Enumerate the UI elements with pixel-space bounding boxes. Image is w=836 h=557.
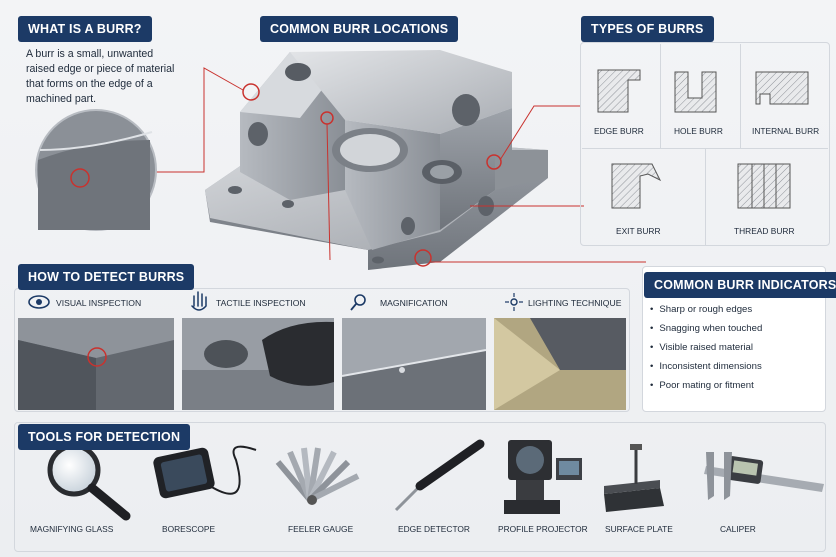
types-panel bbox=[580, 42, 830, 246]
types-divider-3 bbox=[582, 148, 828, 149]
types-divider-4 bbox=[705, 149, 706, 245]
what-is-burr-title: WHAT IS A BURR? bbox=[18, 16, 152, 42]
visual-inspection-image bbox=[18, 318, 174, 410]
how-to-detect-title: HOW TO DETECT BURRS bbox=[18, 264, 195, 290]
indicator-item: Poor mating or fitment bbox=[650, 380, 753, 391]
hand-icon bbox=[191, 291, 207, 311]
profile-projector-image bbox=[504, 440, 582, 514]
edge-burr-diagram bbox=[597, 69, 641, 113]
machined-part-illustration bbox=[205, 50, 548, 270]
eye-icon bbox=[28, 295, 50, 309]
common-locations-title: COMMON BURR LOCATIONS bbox=[260, 16, 459, 42]
detect-panel bbox=[14, 288, 630, 412]
indicators-title: COMMON BURR INDICATORS bbox=[644, 272, 836, 298]
types-divider-1 bbox=[660, 44, 661, 148]
detection-method-label: LIGHTING TECHNIQUE bbox=[528, 298, 622, 308]
tactile-inspection-image bbox=[182, 318, 334, 410]
light-icon bbox=[505, 293, 523, 311]
burr-type-label: HOLE BURR bbox=[674, 126, 723, 136]
surface-plate-image bbox=[604, 444, 664, 512]
tools-title: TOOLS FOR DETECTION bbox=[18, 424, 191, 450]
detection-method-label: MAGNIFICATION bbox=[380, 298, 448, 308]
magnifying-glass-image bbox=[47, 443, 131, 521]
tool-label: FEELER GAUGE bbox=[288, 524, 354, 534]
leader-lines bbox=[140, 67, 646, 263]
feeler-gauge-image bbox=[275, 447, 360, 505]
exit-burr-diagram bbox=[611, 163, 662, 209]
indicator-item: Snagging when touched bbox=[650, 323, 762, 334]
types-of-burrs-title: TYPES OF BURRS bbox=[581, 16, 714, 42]
tool-label: SURFACE PLATE bbox=[605, 524, 673, 534]
burr-type-label: EXIT BURR bbox=[616, 226, 661, 236]
tools-panel bbox=[14, 422, 826, 552]
borescope-image bbox=[153, 445, 257, 499]
indicator-item: Sharp or rough edges bbox=[650, 304, 752, 315]
edge-detector-image bbox=[394, 439, 485, 512]
tool-label: PROFILE PROJECTOR bbox=[498, 524, 588, 534]
burr-type-label: EDGE BURR bbox=[594, 126, 644, 136]
thread-burr-diagram bbox=[737, 163, 791, 209]
burr-type-label: THREAD BURR bbox=[734, 226, 795, 236]
magnification-image bbox=[341, 318, 487, 410]
lighting-technique-image bbox=[494, 318, 626, 410]
tool-label: CALIPER bbox=[720, 524, 756, 534]
indicator-item: Visible raised material bbox=[650, 342, 753, 353]
hole-burr-diagram bbox=[674, 71, 717, 113]
detection-method-label: TACTILE INSPECTION bbox=[216, 298, 306, 308]
burr-closeup-image bbox=[35, 109, 157, 231]
tool-label: MAGNIFYING GLASS bbox=[30, 524, 114, 534]
caliper-image bbox=[704, 452, 824, 500]
detection-method-label: VISUAL INSPECTION bbox=[56, 298, 142, 308]
indicator-item: Inconsistent dimensions bbox=[650, 361, 761, 372]
tool-label: BORESCOPE bbox=[162, 524, 216, 534]
tool-label: EDGE DETECTOR bbox=[398, 524, 470, 534]
magnifier-icon bbox=[350, 294, 366, 311]
internal-burr-diagram bbox=[755, 71, 809, 105]
burr-type-label: INTERNAL BURR bbox=[752, 126, 820, 136]
types-divider-2 bbox=[740, 44, 741, 148]
what-is-burr-text: A burr is a small, unwanted raised edge … bbox=[26, 48, 175, 105]
